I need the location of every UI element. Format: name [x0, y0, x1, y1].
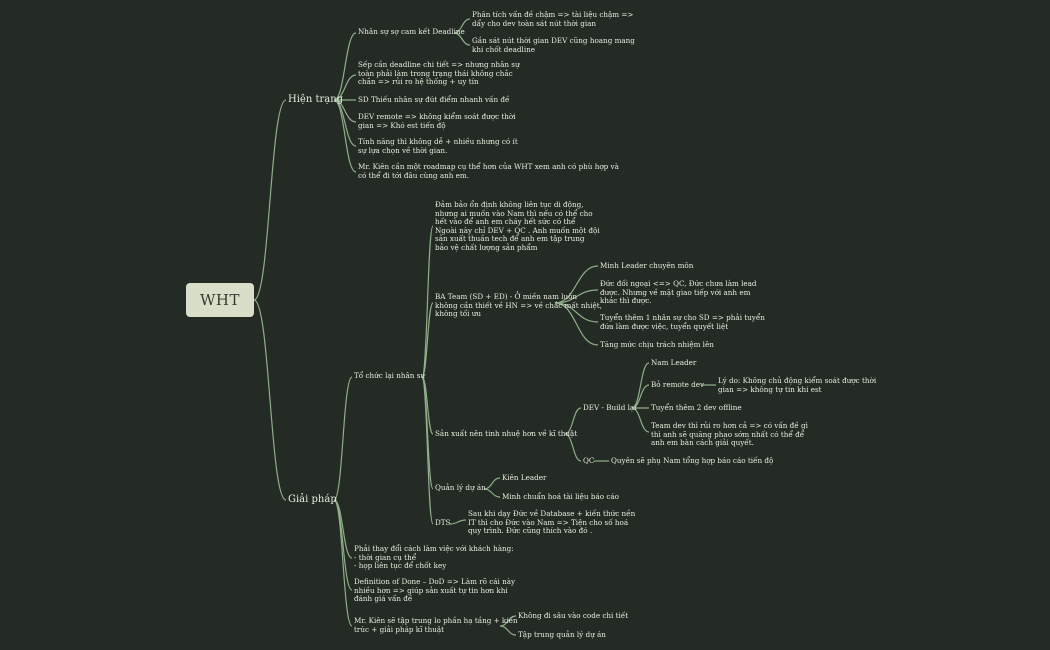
- node-qc-child[interactable]: Quyên sẽ phụ Nam tổng hợp báo cáo tiến đ…: [611, 456, 774, 465]
- root-node[interactable]: WHT: [186, 283, 254, 317]
- dts-edge: [449, 519, 467, 525]
- node-ba-3[interactable]: Tuyển thêm 1 nhân sự cho SD => phải tuyể…: [600, 313, 765, 331]
- ql-edge-0: [483, 477, 501, 490]
- dev-edge-3: [631, 407, 650, 433]
- node-dev[interactable]: DEV - Build lại: [583, 403, 637, 412]
- node-cam-ket-2[interactable]: Gần sát nút thời gian DEV cũng hoang man…: [472, 36, 635, 54]
- node-dts-child[interactable]: Sau khi dạy Đức về Database + kiến thức …: [468, 509, 636, 536]
- node-kien-1[interactable]: Không đi sâu vào code chi tiết: [518, 611, 629, 620]
- sx-edge-1: [564, 433, 582, 462]
- node-team-dev[interactable]: Team dev thì rủi ro hơn cả => có vấn đề …: [651, 421, 808, 448]
- camket-edge-0: [453, 18, 471, 34]
- node-nam-leader[interactable]: Nam Leader: [651, 358, 697, 367]
- node-ly-do[interactable]: Lý do: Không chủ động kiểm soát được thờ…: [718, 376, 877, 394]
- node-thay-doi[interactable]: Phải thay đổi cách làm việc với khách hà…: [354, 544, 514, 571]
- kien-edge-1: [499, 625, 517, 636]
- gp-edge-2: [333, 499, 353, 591]
- node-san-xuat[interactable]: Sản xuất nên tinh nhuệ hơn về kĩ thuật: [435, 429, 578, 438]
- ba-edge-3: [554, 302, 599, 346]
- node-ba-2[interactable]: Đức đối ngoại <=> QC, Đức chưa làm lead …: [600, 279, 757, 306]
- node-kien[interactable]: Mr. Kiên sẽ tập trung lo phần hạ tầng + …: [354, 616, 518, 634]
- node-ql-2[interactable]: Minh chuẩn hoá tài liệu báo cáo: [502, 492, 619, 501]
- ht-edge-5: [333, 99, 357, 173]
- node-ht-item-1[interactable]: Sếp cần deadline chi tiết => nhưng nhân …: [358, 60, 520, 87]
- node-ht-item-4[interactable]: Tính năng thì không dễ + nhiều nhưng có …: [358, 137, 518, 155]
- node-ql-1[interactable]: Kiên Leader: [502, 473, 547, 482]
- ht-edge-0: [333, 32, 357, 101]
- root-to-hien-trang: [253, 99, 287, 301]
- node-bo-remote[interactable]: Bỏ remote dev: [651, 380, 705, 389]
- node-ht-item-5[interactable]: Mr. Kiên cần một roadmap cụ thể hơn của …: [358, 162, 619, 180]
- node-dts[interactable]: DTS: [435, 518, 451, 527]
- root-to-giai-phap: [253, 299, 287, 501]
- gp-edge-3: [333, 499, 353, 627]
- ba-edge-1: [554, 289, 599, 304]
- tochuc-edge-4: [421, 376, 434, 525]
- node-tuyen-dev[interactable]: Tuyển thêm 2 dev offline: [651, 403, 742, 412]
- dev-edge-0: [631, 362, 650, 409]
- node-ba-1[interactable]: Minh Leader chuyên môn: [600, 261, 694, 270]
- node-giai-phap[interactable]: Giải pháp: [288, 494, 337, 505]
- node-ht-item-2[interactable]: SD Thiếu nhân sự đút điểm nhanh vấn đề: [358, 95, 510, 104]
- node-ba-4[interactable]: Tăng mức chịu trách nhiệm lên: [600, 340, 714, 349]
- node-ht-item-3[interactable]: DEV remote => không kiểm soát được thời …: [358, 112, 516, 130]
- ql-edge-1: [483, 488, 501, 498]
- tochuc-edge-1: [421, 302, 434, 378]
- node-to-chuc[interactable]: Tổ chức lại nhân sự: [354, 371, 426, 380]
- ht-edge-1: [333, 74, 357, 101]
- node-dod[interactable]: Definition of Done – DoD => Làm rõ cái n…: [354, 577, 516, 604]
- node-cam-ket-1[interactable]: Phân tích vấn đề chậm => tài liệu chậm =…: [472, 10, 634, 28]
- node-ba-team[interactable]: BA Team (SD + ED) - Ở miền nam luôn khôn…: [435, 292, 602, 319]
- tochuc-edge-0: [421, 225, 434, 378]
- camket-edge-1: [453, 32, 471, 46]
- node-hien-trang[interactable]: Hiện trạng: [288, 94, 344, 105]
- ba-edge-0: [554, 265, 599, 304]
- node-kien-2[interactable]: Tập trung quản lý dự án: [518, 630, 606, 639]
- node-cam-ket[interactable]: Nhân sự sợ cam kết Deadline: [358, 27, 465, 36]
- sx-edge-0: [564, 407, 582, 435]
- node-quan-ly[interactable]: Quản lý dự án: [435, 483, 486, 492]
- gp-edge-0: [333, 376, 353, 501]
- dev-edge-1: [631, 384, 650, 409]
- node-dam-bao[interactable]: Đảm bảo ổn định không liên tục di động, …: [435, 200, 600, 252]
- node-qc[interactable]: QC: [583, 456, 595, 465]
